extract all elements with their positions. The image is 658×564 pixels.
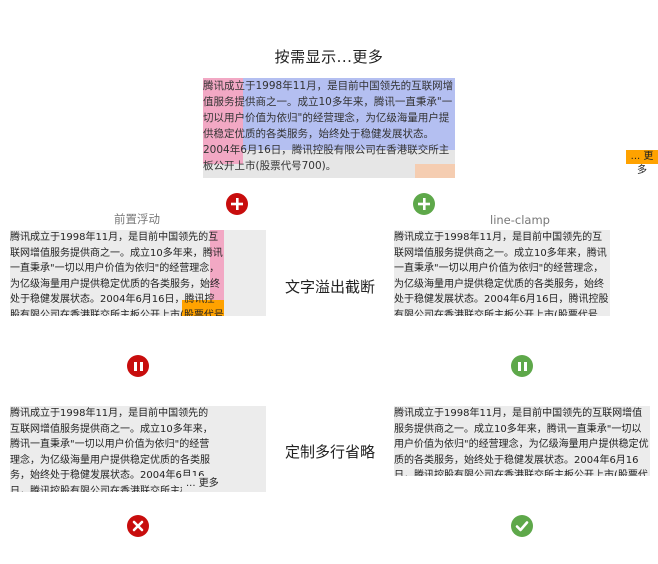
right-caption: line-clamp (490, 213, 550, 227)
native-ellipsis-demo-box: 腾讯成立于1998年11月，是目前中国领先的互联网增值服务提供商之一。成立10多… (394, 406, 650, 476)
demo-float-strip (203, 78, 243, 164)
check-icon (511, 515, 533, 537)
row2-label: 定制多行省略 (284, 443, 375, 461)
float-demo-text: 腾讯成立于1998年11月，是目前中国领先的互联网增值服务提供商之一。成立10多… (10, 232, 224, 316)
float-more-block (182, 300, 224, 316)
plus-icon (226, 193, 248, 215)
more-tag[interactable]: ... 更多 (626, 150, 658, 176)
row1-label: 文字溢出截断 (284, 278, 375, 296)
custom-more-link[interactable]: ... 更多 (182, 476, 219, 492)
float-demo-box: 腾讯成立于1998年11月，是目前中国领先的互联网增值服务提供商之一。成立10多… (10, 230, 266, 316)
native-ellipsis-text: 腾讯成立于1998年11月，是目前中国领先的互联网增值服务提供商之一。成立10多… (394, 408, 649, 476)
pause-icon (127, 355, 149, 377)
cross-icon (127, 515, 149, 537)
left-caption: 前置浮动 (114, 212, 160, 226)
custom-ellipsis-content: 腾讯成立于1998年11月，是目前中国领先的互联网增值服务提供商之一。成立10多… (10, 408, 213, 492)
plus-icon (413, 193, 435, 215)
demo-text: 腾讯成立于1998年11月，是目前中国领先的互联网增值服务提供商之一。成立10多… (203, 80, 454, 172)
custom-ellipsis-text: 腾讯成立于1998年11月，是目前中国领先的互联网增值服务提供商之一。成立10多… (10, 406, 216, 492)
float-strip (210, 230, 224, 300)
demo-more-placeholder (415, 164, 455, 178)
line-clamp-demo-box: 腾讯成立于1998年11月，是目前中国领先的互联网增值服务提供商之一。成立10多… (394, 230, 610, 316)
demo-content-overlay (203, 78, 455, 150)
page-title: 按需显示...更多 (274, 48, 384, 66)
pause-icon (511, 355, 533, 377)
line-clamp-demo-text: 腾讯成立于1998年11月，是目前中国领先的互联网增值服务提供商之一。成立10多… (394, 232, 609, 316)
custom-ellipsis-demo-box: 腾讯成立于1998年11月，是目前中国领先的互联网增值服务提供商之一。成立10多… (10, 406, 266, 492)
